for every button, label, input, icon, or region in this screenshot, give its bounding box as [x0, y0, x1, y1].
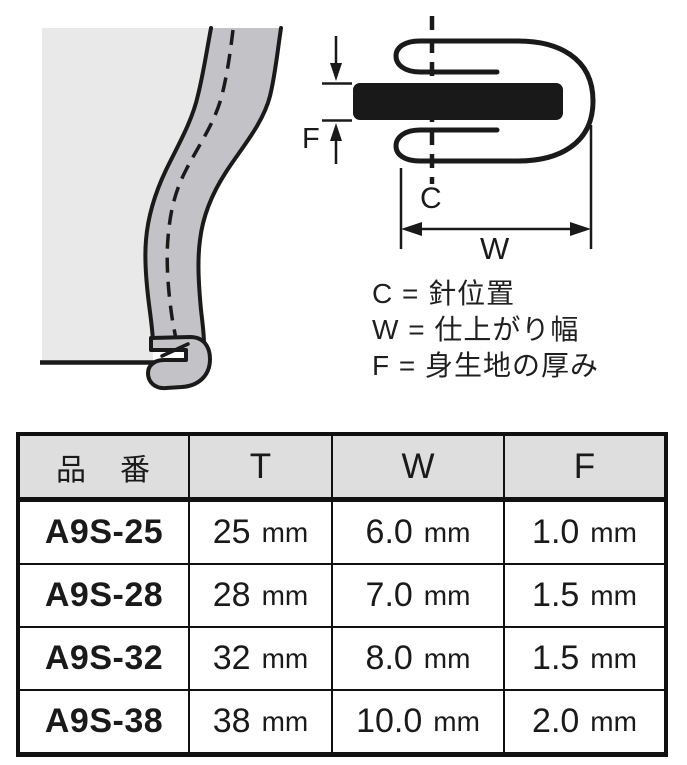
table-header-t: T	[190, 436, 331, 500]
table-cell-f: 1.5 mm	[505, 565, 664, 626]
binder-cross-section: F W C	[302, 16, 596, 266]
table-cell-w: 10.0 mm	[333, 691, 503, 752]
w-dimension-label: W	[480, 231, 510, 266]
value: 28	[212, 576, 251, 614]
unit: mm	[261, 642, 309, 674]
w-arrow-head-left	[401, 222, 422, 236]
table-cell-w: 8.0 mm	[333, 628, 503, 689]
table-cell-t: 32 mm	[190, 628, 331, 689]
stitch-dashed-line	[165, 29, 235, 341]
hem-binder-diagram: F W C	[40, 16, 596, 391]
value: 2.0	[532, 702, 580, 740]
table-header-w: W	[333, 436, 503, 500]
value: 1.5	[532, 639, 580, 677]
fabric-panel	[42, 28, 211, 362]
unit: mm	[423, 642, 471, 674]
f-arrow-upper-head	[330, 63, 342, 81]
binding-band	[145, 28, 281, 344]
table-cell-t: 25 mm	[190, 502, 331, 563]
hem-illustration	[40, 26, 283, 391]
table-cell-t: 28 mm	[190, 565, 331, 626]
band-left-edge	[143, 26, 213, 346]
band-right-edge	[196, 26, 283, 346]
table-cell-f: 1.0 mm	[505, 502, 664, 563]
unit: mm	[261, 705, 309, 737]
table-header-part-number: 品 番	[20, 436, 188, 500]
w-arrow-head-right	[570, 222, 591, 236]
w-dimension: W	[399, 125, 593, 266]
needle-position-label: C	[420, 182, 442, 215]
unit: mm	[423, 579, 471, 611]
spec-table: 品 番 T W F A9S-25 25 mm 6.0 mm 1.0 mm A9S-28…	[16, 432, 668, 757]
table-cell-w: 7.0 mm	[333, 565, 503, 626]
value: 7.0	[365, 576, 413, 614]
value: 25	[212, 513, 251, 551]
value: 38	[212, 702, 251, 740]
fabric-cross-bar	[353, 83, 563, 120]
table-cell-f: 1.5 mm	[505, 628, 664, 689]
table-cell-part: A9S-38	[20, 691, 188, 752]
binder-outline	[393, 38, 596, 164]
table-cell-part: A9S-28	[20, 565, 188, 626]
legend: C = 針位置 W = 仕上がり幅 F = 身生地の厚み	[372, 276, 599, 384]
f-arrow-lower-head	[330, 123, 342, 141]
unit: mm	[590, 579, 637, 611]
unit: mm	[590, 642, 637, 674]
f-dimension: F	[302, 36, 352, 164]
value: 1.5	[532, 576, 580, 614]
f-dimension-label: F	[302, 123, 320, 155]
table-cell-t: 38 mm	[190, 691, 331, 752]
legend-line-w: W = 仕上がり幅	[372, 314, 580, 345]
value: 8.0	[365, 639, 413, 677]
value: 1.0	[532, 513, 580, 551]
table-cell-part: A9S-25	[20, 502, 188, 563]
value: 6.0	[365, 513, 413, 551]
legend-line-c: C = 針位置	[372, 278, 516, 309]
hem-fold-inner-lines	[151, 342, 190, 358]
table-header-f: F	[505, 436, 664, 500]
unit: mm	[261, 579, 309, 611]
unit: mm	[590, 705, 637, 737]
table-cell-w: 6.0 mm	[333, 502, 503, 563]
unit: mm	[261, 516, 309, 548]
value: 10.0	[356, 702, 423, 740]
hem-fold-hook	[146, 335, 212, 391]
table-cell-part: A9S-32	[20, 628, 188, 689]
legend-line-f: F = 身生地の厚み	[372, 350, 600, 381]
unit: mm	[590, 516, 637, 548]
unit: mm	[433, 705, 480, 737]
value: 32	[212, 639, 251, 677]
table-cell-f: 2.0 mm	[505, 691, 664, 752]
unit: mm	[423, 516, 471, 548]
